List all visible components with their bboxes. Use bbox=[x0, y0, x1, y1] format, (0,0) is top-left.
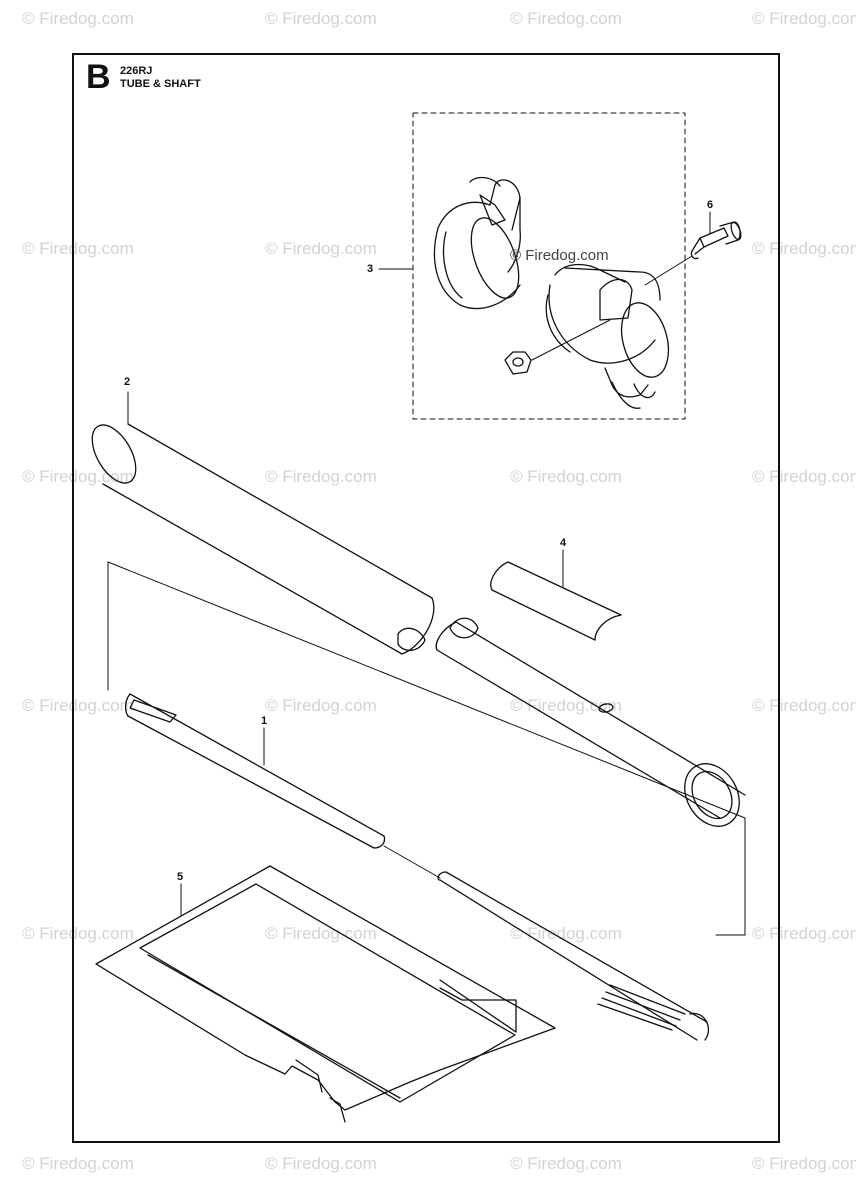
bolt-part bbox=[690, 221, 742, 260]
callout-6: 6 bbox=[707, 199, 714, 211]
watermark-center: © Firedog.com bbox=[510, 247, 609, 264]
tube-part bbox=[91, 423, 746, 827]
watermark: © Firedog.com bbox=[265, 239, 377, 258]
watermark: © Firedog.com bbox=[510, 1154, 622, 1173]
watermark: © Firedog.com bbox=[510, 467, 622, 486]
section-letter: B bbox=[86, 58, 111, 96]
watermark: © Firedog.com bbox=[265, 696, 377, 715]
diagram-frame bbox=[72, 53, 780, 1143]
watermark: © Firedog.com bbox=[510, 9, 622, 28]
watermark: © Firedog.com bbox=[265, 9, 377, 28]
watermark: © Firedog.com bbox=[22, 9, 134, 28]
clamp-left-part bbox=[433, 176, 521, 310]
section-title: TUBE & SHAFT bbox=[120, 78, 201, 90]
watermark: © Firedog.com bbox=[22, 239, 134, 258]
callout-5: 5 bbox=[177, 871, 184, 883]
watermark: © Firedog.com bbox=[22, 696, 134, 715]
watermark: © Firedog.com bbox=[510, 924, 622, 943]
callout-2: 2 bbox=[124, 376, 131, 388]
shaft-part bbox=[124, 693, 710, 1041]
assembly-dashed-box bbox=[412, 112, 686, 420]
nut-part bbox=[504, 351, 532, 375]
watermark: © Firedog.com bbox=[22, 1154, 134, 1173]
callout-1: 1 bbox=[261, 715, 268, 727]
watermark: © Firedog.com bbox=[22, 924, 134, 943]
watermark: © Firedog.com bbox=[752, 1154, 856, 1173]
model-number: 226RJ bbox=[120, 65, 153, 77]
watermark: © Firedog.com bbox=[265, 1154, 377, 1173]
callout-3: 3 bbox=[367, 263, 374, 275]
watermark: © Firedog.com bbox=[752, 9, 856, 28]
callout-4: 4 bbox=[560, 537, 567, 549]
clamp-right-part bbox=[545, 263, 670, 409]
watermark: © Firedog.com bbox=[265, 467, 377, 486]
plate-part bbox=[95, 865, 556, 1123]
insert-part bbox=[490, 561, 622, 641]
